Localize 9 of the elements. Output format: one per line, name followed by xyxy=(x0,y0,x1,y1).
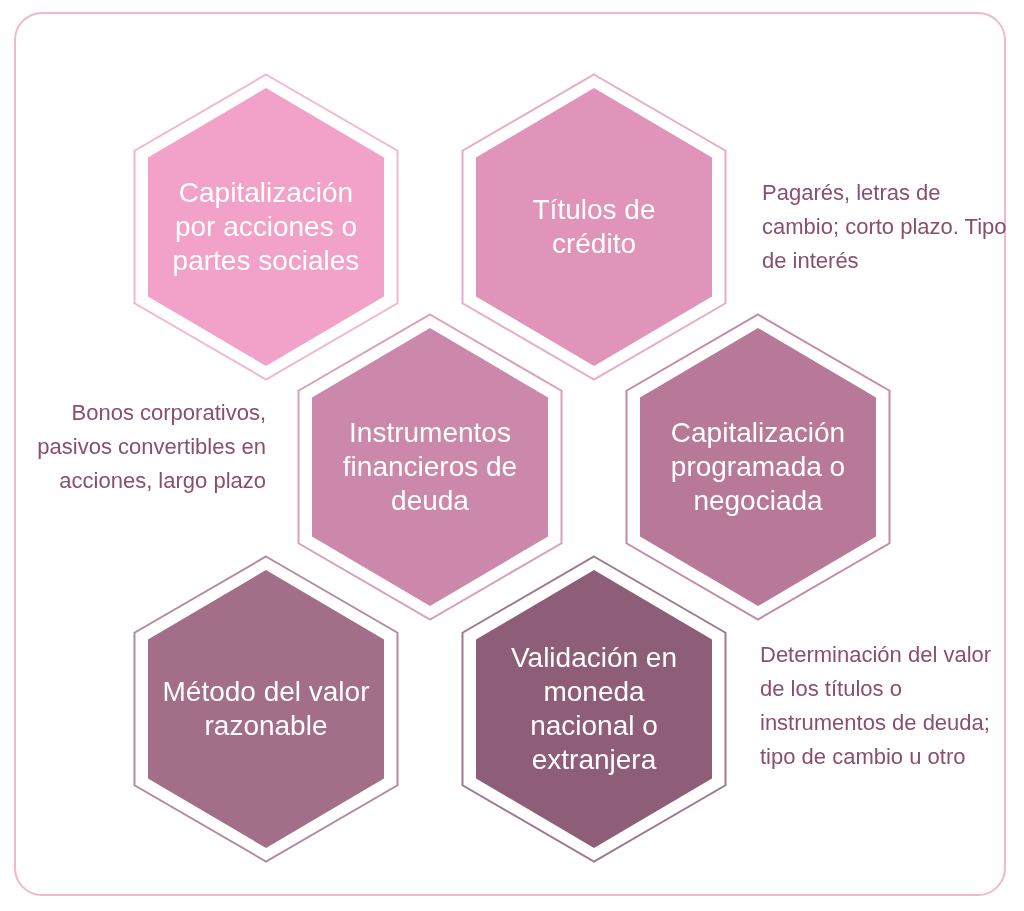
side-note: Determinación del valor de los títulos o instrumentos de deuda; tipo de cambio u otro xyxy=(760,641,993,771)
hexagon-label: Capitalización por acciones o partes sociales xyxy=(171,176,361,278)
hexagon-label: Método del valor razonable xyxy=(161,675,371,743)
hexagon-label: Validación en moneda nacional o extranjera xyxy=(509,641,678,777)
hexagon-label: Instrumentos financieros de deuda xyxy=(341,416,519,518)
side-note: Bonos corporativos, pasivos convertibles en acciones, largo plazo xyxy=(36,399,266,495)
hexagon-label: Capitalización programada o negociada xyxy=(669,416,847,518)
hexagon-label: Títulos de crédito xyxy=(531,193,657,261)
side-note: Pagarés, letras de cambio; corto plazo. Tipo de interés xyxy=(762,179,1008,275)
